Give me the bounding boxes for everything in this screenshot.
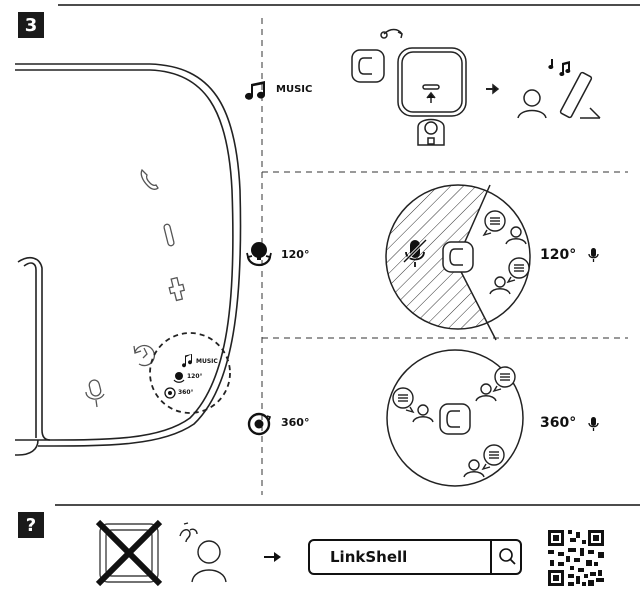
music-note-icon: [245, 81, 266, 100]
music-mode-label: MUSIC: [276, 84, 313, 95]
panel-120-mic-icon: [588, 248, 599, 262]
callout-360-icon: [164, 387, 176, 399]
callout-music-icon: [182, 354, 193, 368]
search-query-text: LinkShell: [330, 548, 408, 566]
crossed-out-device-icon: [95, 519, 163, 587]
panel-360-label: 360°: [540, 415, 577, 431]
arrow-right-icon: [264, 552, 281, 562]
music-notes-icon: [548, 59, 571, 76]
callout-music-label: MUSIC: [196, 358, 218, 365]
device-mic-icon: [85, 379, 105, 408]
help-badge: ?: [18, 512, 44, 538]
mode-360-label: 360°: [281, 416, 310, 429]
muted-mic-icon: [402, 238, 428, 267]
callout-360-label: 360°: [178, 389, 194, 396]
confused-person-icon: [179, 522, 227, 583]
mode-120-icon: [246, 242, 272, 267]
callout-circle: [149, 332, 231, 414]
plus-icon: [168, 276, 186, 302]
mode-360-icon: [247, 412, 272, 436]
search-icon[interactable]: [498, 547, 518, 567]
mode-switch-icon: [133, 344, 155, 367]
minus-icon: [163, 223, 175, 247]
app-search-bar[interactable]: LinkShell: [308, 539, 522, 575]
qr-code-image: [546, 528, 606, 588]
mode-120-label: 120°: [281, 248, 310, 261]
panel-120-label: 120°: [540, 247, 577, 263]
phone-icon: [140, 168, 159, 190]
callout-120-label: 120°: [187, 373, 203, 380]
panel-360-mic-icon: [588, 417, 599, 431]
callout-120-icon: [173, 372, 185, 383]
step-number-badge: 3: [18, 12, 44, 38]
